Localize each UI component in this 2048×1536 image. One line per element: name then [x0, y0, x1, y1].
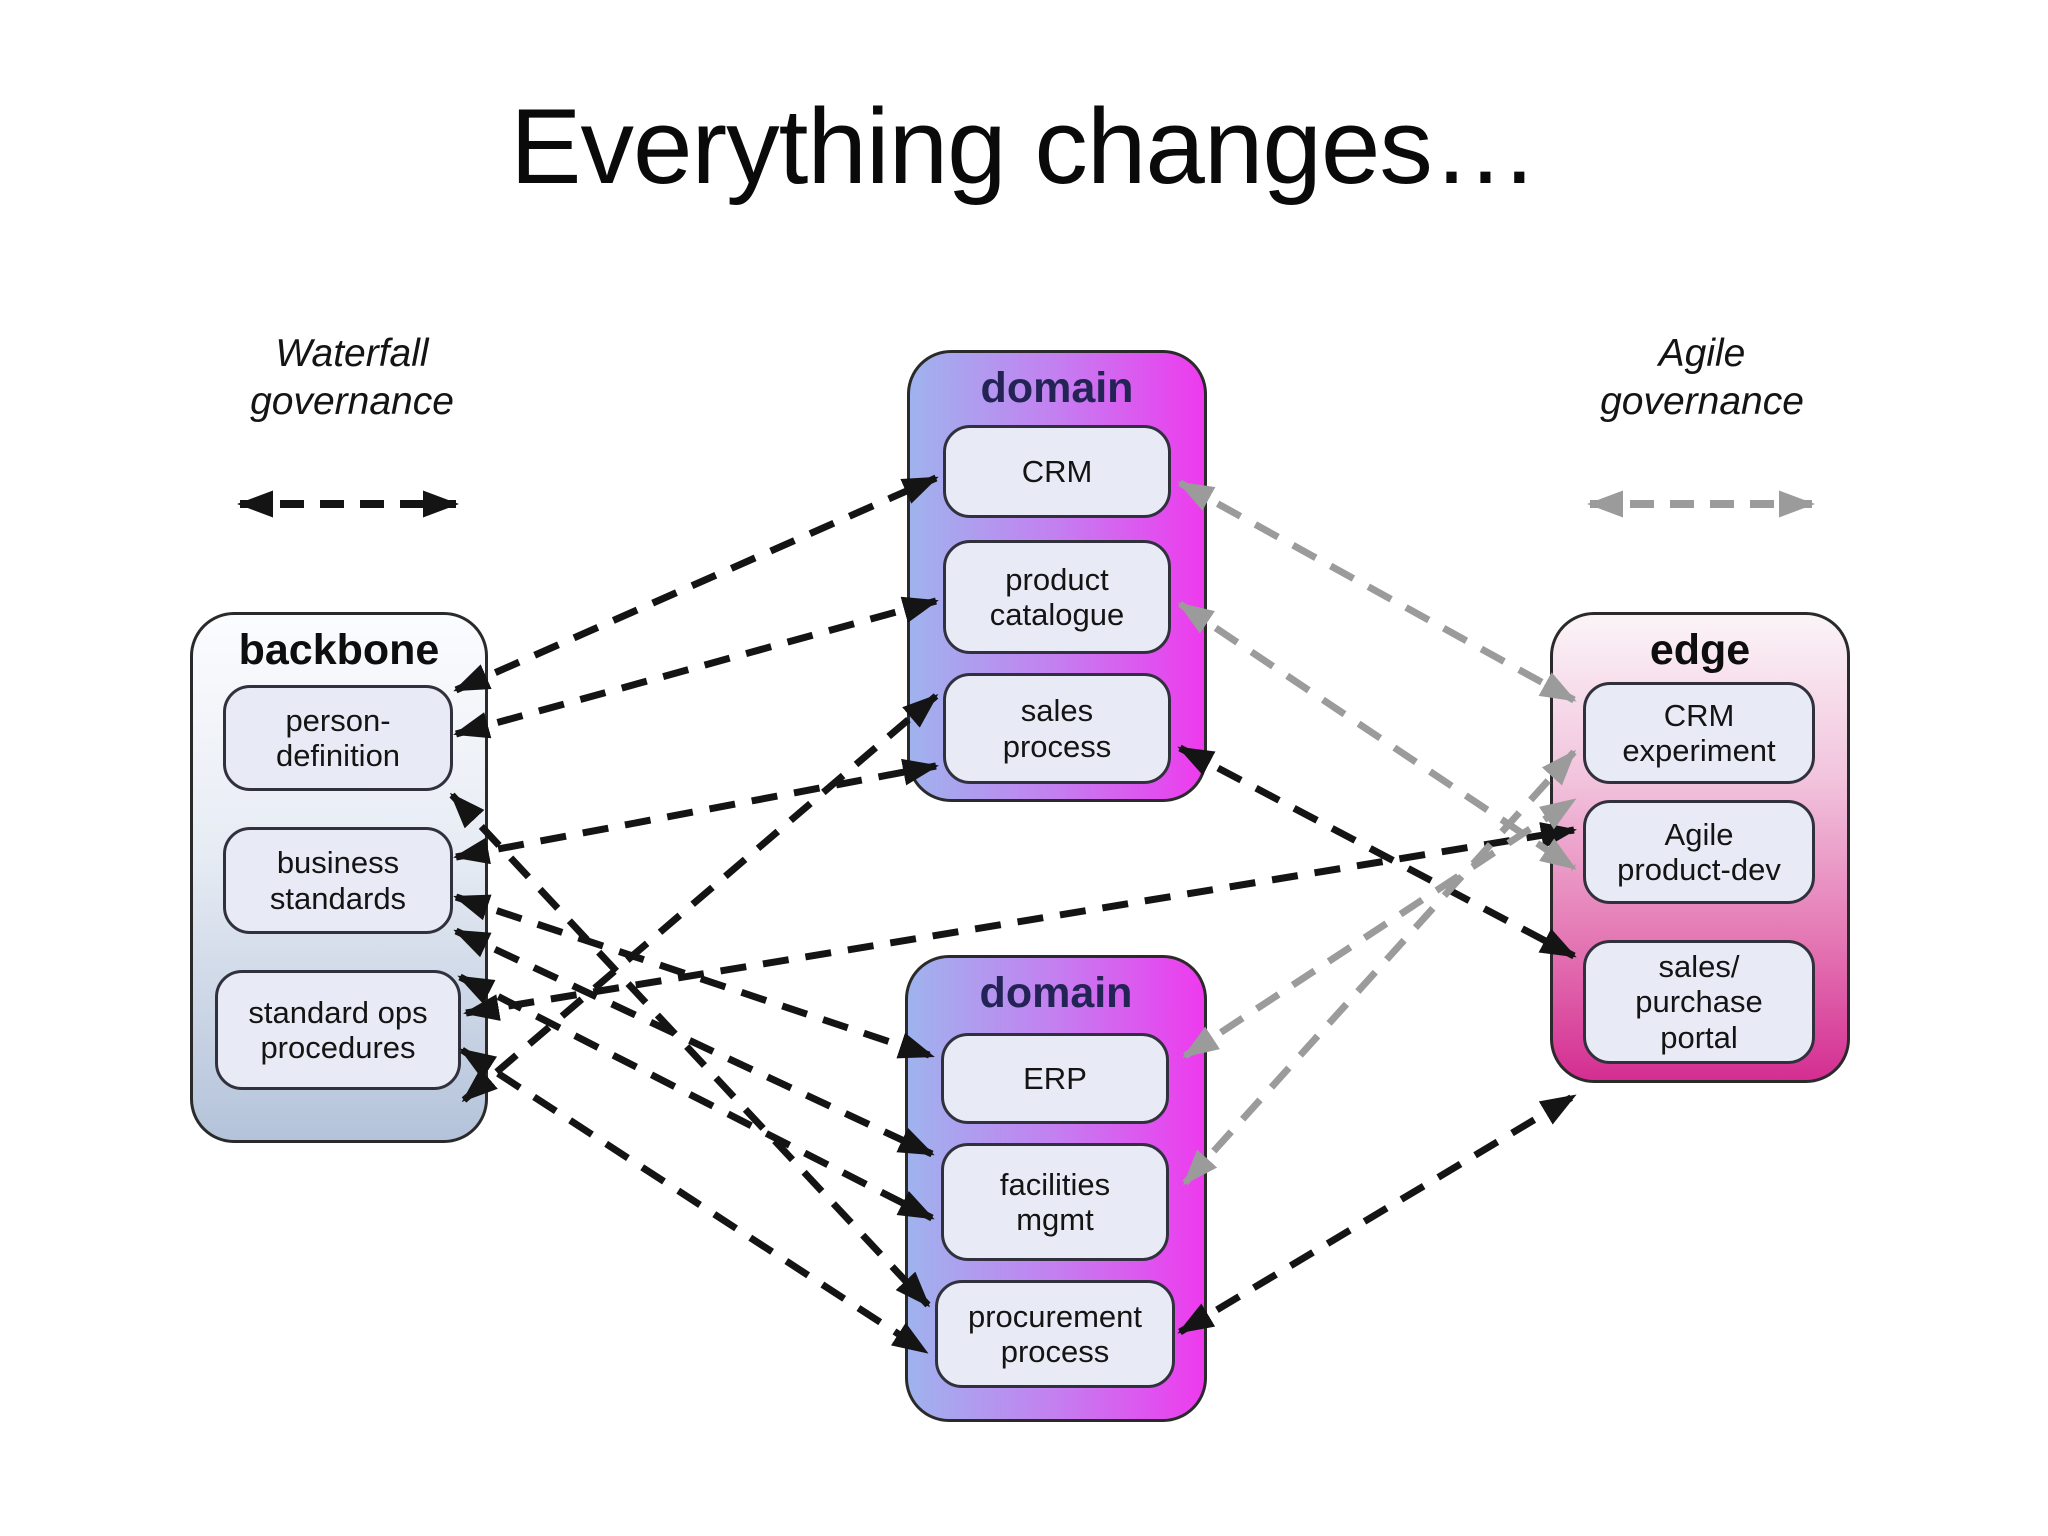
- arrow-crm--crm-experiment: [1177, 479, 1577, 704]
- node-person-definition: person- definition: [223, 685, 453, 791]
- arrow-business-standards--sales-process: [453, 758, 939, 865]
- node-product-catalogue: product catalogue: [943, 540, 1171, 654]
- node-crm-experiment: CRM experiment: [1583, 682, 1815, 784]
- node-standard-ops-procedures: standard ops procedures: [215, 970, 461, 1090]
- node-agile-product-dev: Agile product-dev: [1583, 800, 1815, 904]
- arrow-erp--agile-product-dev: [1182, 797, 1577, 1059]
- arrow-standard-ops-procedures--sales-process: [461, 693, 939, 1103]
- node-crm: CRM: [943, 425, 1171, 518]
- arrow-procurement-process--sales-purchase-portal: [1177, 1092, 1577, 1336]
- arrow-product-catalogue--agile-product-dev: [1177, 601, 1577, 871]
- arrow-person-definition--procurement-process: [449, 792, 931, 1308]
- arrow-sales-process--sales-purchase-portal: [1177, 744, 1577, 960]
- arrow-facilities-mgmt--agile-product-dev: [1182, 749, 1577, 1186]
- domain-top-group-title: domain: [980, 364, 1134, 412]
- arrow-business-standards--facilities-mgmt: [453, 927, 935, 1158]
- arrow-person-definition--crm: [453, 474, 939, 694]
- waterfall-governance-label: Waterfall governance: [250, 332, 454, 424]
- arrow-standard-ops-procedures--procurement-process: [459, 1047, 929, 1355]
- page-title: Everything changes…: [510, 86, 1539, 206]
- node-erp: ERP: [941, 1033, 1169, 1124]
- node-business-standards: business standards: [223, 827, 453, 934]
- node-sales-purchase-portal: sales/ purchase portal: [1583, 940, 1815, 1064]
- backbone-group-title: backbone: [238, 626, 440, 674]
- arrow-business-standards--erp: [453, 893, 935, 1060]
- edge-group-title: edge: [1649, 626, 1751, 674]
- domain-bottom-group-title: domain: [979, 969, 1133, 1017]
- arrow-standard-ops-procedures--facilities-mgmt: [457, 973, 935, 1222]
- node-facilities-mgmt: facilities mgmt: [941, 1143, 1169, 1261]
- node-sales-process: sales process: [943, 673, 1171, 784]
- arrow-person-definition--product-catalogue: [453, 596, 939, 739]
- node-procurement-process: procurement process: [935, 1280, 1175, 1388]
- agile-governance-label: Agile governance: [1600, 332, 1804, 424]
